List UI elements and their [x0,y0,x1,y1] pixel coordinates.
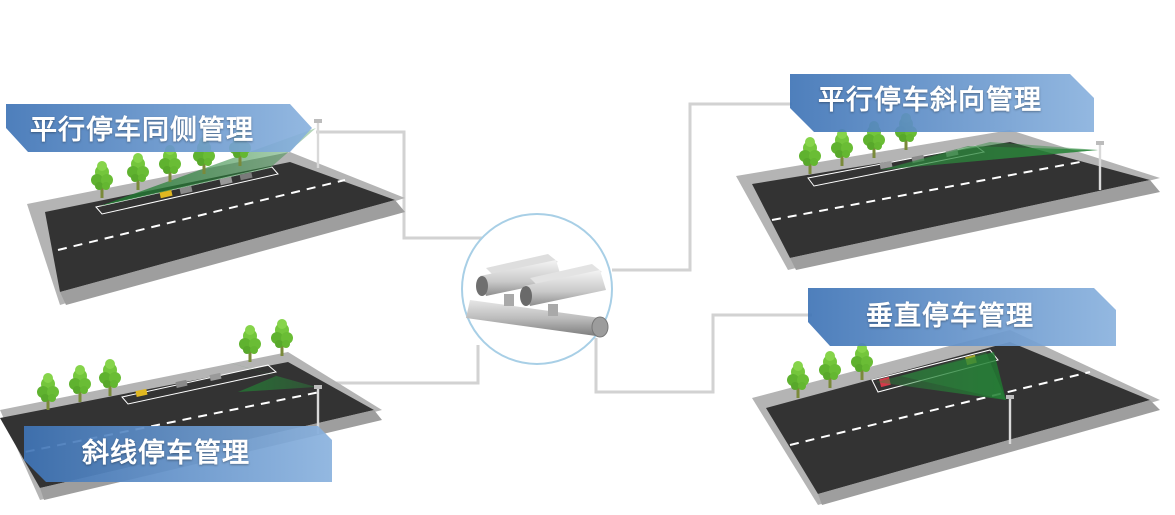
parked-cars [135,372,222,397]
label-parallel-same-side: 平行停车同侧管理 [30,115,254,146]
camera-icon [476,254,562,306]
banner-top-left [6,104,312,152]
connector-top-left [316,130,484,240]
label-diagonal-parking: 斜线停车管理 [82,438,250,469]
camera-icon [520,264,606,316]
scene-perpendicular-parking [752,330,1160,505]
mount-pipe [466,300,609,338]
banner-top-right [790,74,1094,132]
camera-coverage [220,360,316,392]
connector-bottom-right [594,313,812,394]
connector-lines [316,102,812,394]
banner-bottom-left [24,426,332,482]
scene-parallel-diagonal [736,113,1160,270]
banner-bottom-right [808,288,1116,346]
center-camera-badge [461,213,613,365]
banners [6,74,1116,482]
parking-slots [871,349,999,393]
camera-coverage [880,146,1098,170]
scene-parallel-same-side [27,119,405,305]
camera-coverage [876,352,1006,400]
label-perpendicular-parking: 垂直停车管理 [866,301,1034,332]
connector-top-right [612,102,792,272]
connector-bottom-left [318,345,480,385]
label-parallel-diagonal: 平行停车斜向管理 [818,85,1042,116]
